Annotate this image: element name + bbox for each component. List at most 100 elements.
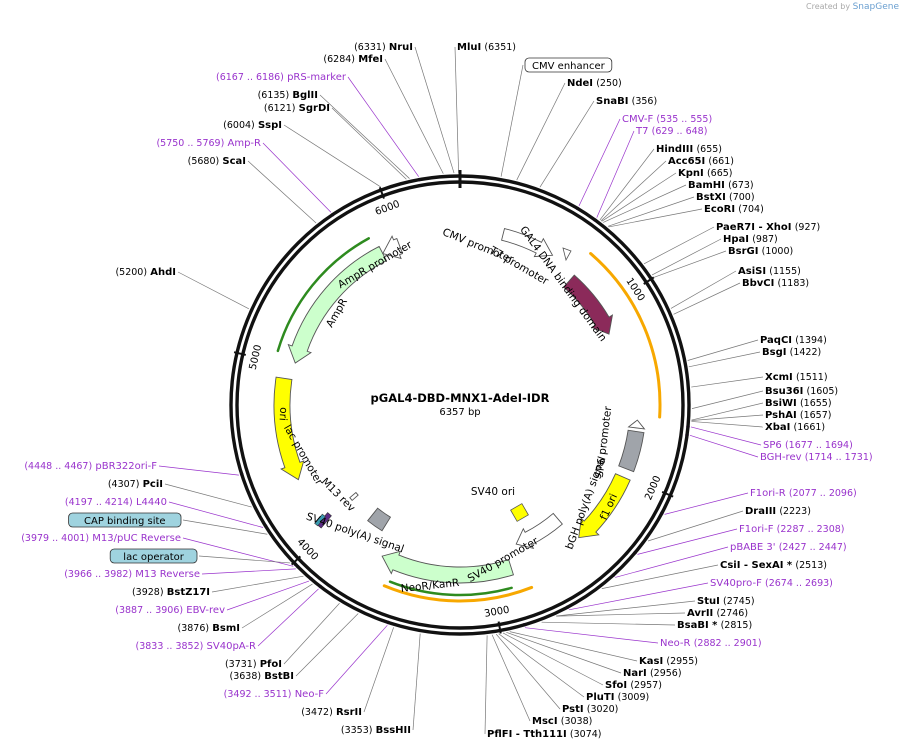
label-box-text: CMV enhancer xyxy=(532,61,606,72)
site-name: PfoI xyxy=(260,659,282,670)
site-name: NruI xyxy=(389,42,413,53)
leader-line xyxy=(664,492,749,515)
site-label-kasi: KasI (2955) xyxy=(639,656,698,667)
site-label-bstbi: (3638) BstBI xyxy=(230,671,294,682)
site-position: (2815) xyxy=(721,620,753,631)
site-name: Neo-F xyxy=(295,689,325,700)
site-name: MluI xyxy=(457,42,481,53)
site-name: BamHI xyxy=(688,180,725,191)
site-label-bamhi: BamHI (673) xyxy=(688,180,754,191)
site-label-sspi: (6004) SspI xyxy=(223,120,282,131)
ampr-green-strand xyxy=(276,237,370,353)
site-name: AvrII xyxy=(687,608,713,619)
site-label-sv40pro-f: SV40pro-F (2674 .. 2693) xyxy=(710,578,833,589)
tick-mark xyxy=(233,351,246,356)
site-position: (6331) xyxy=(354,42,386,53)
leader-line xyxy=(603,184,687,223)
credit-prefix: Created by xyxy=(806,2,851,11)
leader-line xyxy=(198,555,291,564)
tick-mark xyxy=(497,621,502,634)
site-label-kpni: KpnI (665) xyxy=(678,168,732,179)
site-label-bsshii: (3353) BssHII xyxy=(341,725,411,736)
site-position: (2077 .. 2096) xyxy=(789,488,857,499)
feature-label-ampr-promoter: AmpR promoter xyxy=(336,239,415,291)
site-label-bbvci: BbvCI (1183) xyxy=(742,278,809,289)
site-name: CsiI - SexAI * xyxy=(720,560,793,571)
site-name: BglII xyxy=(292,90,318,101)
leader-line xyxy=(241,583,313,629)
site-label-pbabe-3: pBABE 3' (2427 .. 2447) xyxy=(730,542,847,553)
leader-line xyxy=(495,633,561,710)
interior-marks xyxy=(314,247,572,529)
site-label-nari: NarI (2956) xyxy=(623,668,682,679)
site-name: L4440 xyxy=(136,497,167,508)
site-name: StuI xyxy=(697,596,720,607)
site-position: (6135) xyxy=(258,90,290,101)
leader-line xyxy=(599,148,655,221)
site-label-m13-reverse: (3966 .. 3982) M13 Reverse xyxy=(64,569,200,580)
site-label-amp-r: (5750 .. 5769) Amp-R xyxy=(156,138,261,149)
site-position: (2745) xyxy=(723,596,755,607)
site-position: (3928) xyxy=(132,587,164,598)
site-name: SV40pro-F xyxy=(710,578,762,589)
leader-line xyxy=(541,621,676,626)
site-labels: MluI (6351)(6331) NruI(6284) MfeI(6167 .… xyxy=(21,42,872,740)
site-name: BssHII xyxy=(376,725,411,736)
site-name: HpaI xyxy=(723,234,749,245)
site-label-pfoi: (3731) PfoI xyxy=(225,659,282,670)
site-position: (700) xyxy=(729,192,755,203)
site-position: (1422) xyxy=(790,347,822,358)
tick-mark xyxy=(643,276,655,285)
site-label-hindiii: HindIII (655) xyxy=(656,144,722,155)
leader-line xyxy=(647,510,744,542)
site-label-prs-marker: (6167 .. 6186) pRS-marker xyxy=(216,72,347,83)
site-name: BstBI xyxy=(264,671,294,682)
lac-operator-mark xyxy=(314,513,326,527)
site-position: (1677 .. 1694) xyxy=(785,440,853,451)
site-name: Acc65I xyxy=(668,156,705,167)
feature-sv40-poly-a-signal xyxy=(367,507,392,532)
site-position: (3979 .. 4001) xyxy=(21,533,89,544)
leader-line xyxy=(556,612,686,617)
feature-neor-kanr xyxy=(381,550,515,584)
feature-bgh-poly-a-signal xyxy=(618,429,645,473)
site-position: (1155) xyxy=(769,266,801,277)
site-name: SnaBI xyxy=(596,96,628,107)
site-label-lac-operator: lac operator xyxy=(109,548,198,564)
leader-line xyxy=(600,160,667,222)
site-label-cap-binding-site: CAP binding site xyxy=(68,512,182,528)
site-position: (661) xyxy=(708,156,734,167)
label-box-text: CAP binding site xyxy=(84,516,166,527)
site-position: (3009) xyxy=(618,692,650,703)
site-position: (1183) xyxy=(778,278,810,289)
site-label-t7: T7 (629 .. 648) xyxy=(635,126,707,137)
site-label-mlui: MluI (6351) xyxy=(457,42,516,53)
site-name: PciI xyxy=(143,479,163,490)
site-label-f1ori-f: F1ori-F (2287 .. 2308) xyxy=(739,524,845,535)
site-label-ahdi: (5200) AhdI xyxy=(115,267,176,278)
site-name: pBABE 3' xyxy=(730,542,776,553)
site-position: (1655) xyxy=(800,398,832,409)
site-label-stui: StuI (2745) xyxy=(697,596,755,607)
feature-gal4-dna-binding-domain xyxy=(563,274,614,335)
leader-line xyxy=(331,107,407,180)
site-label-csii-sexai: CsiI - SexAI * (2513) xyxy=(720,560,827,571)
leader-line xyxy=(384,58,444,174)
leader-line xyxy=(607,196,695,227)
leader-line xyxy=(484,635,488,735)
leader-line xyxy=(283,603,340,665)
site-label-cmv-f: CMV-F (535 .. 555) xyxy=(622,114,712,125)
site-position: (3038) xyxy=(561,716,593,727)
site-position: (4307) xyxy=(108,479,140,490)
leader-line xyxy=(168,501,264,528)
site-position: (673) xyxy=(728,180,754,191)
leader-line xyxy=(363,627,394,713)
site-label-ecori: EcoRI (704) xyxy=(704,204,764,215)
site-label-l4440: (4197 .. 4214) L4440 xyxy=(65,497,167,508)
site-label-sv40pa-r: (3833 .. 3852) SV40pA-R xyxy=(136,641,257,652)
site-label-sp6: SP6 (1677 .. 1694) xyxy=(763,440,853,451)
leader-line xyxy=(295,613,359,677)
site-position: (1511) xyxy=(796,372,828,383)
site-label-asisi: AsiSI (1155) xyxy=(738,266,801,277)
site-name: PaeR7I - XhoI xyxy=(716,222,792,233)
